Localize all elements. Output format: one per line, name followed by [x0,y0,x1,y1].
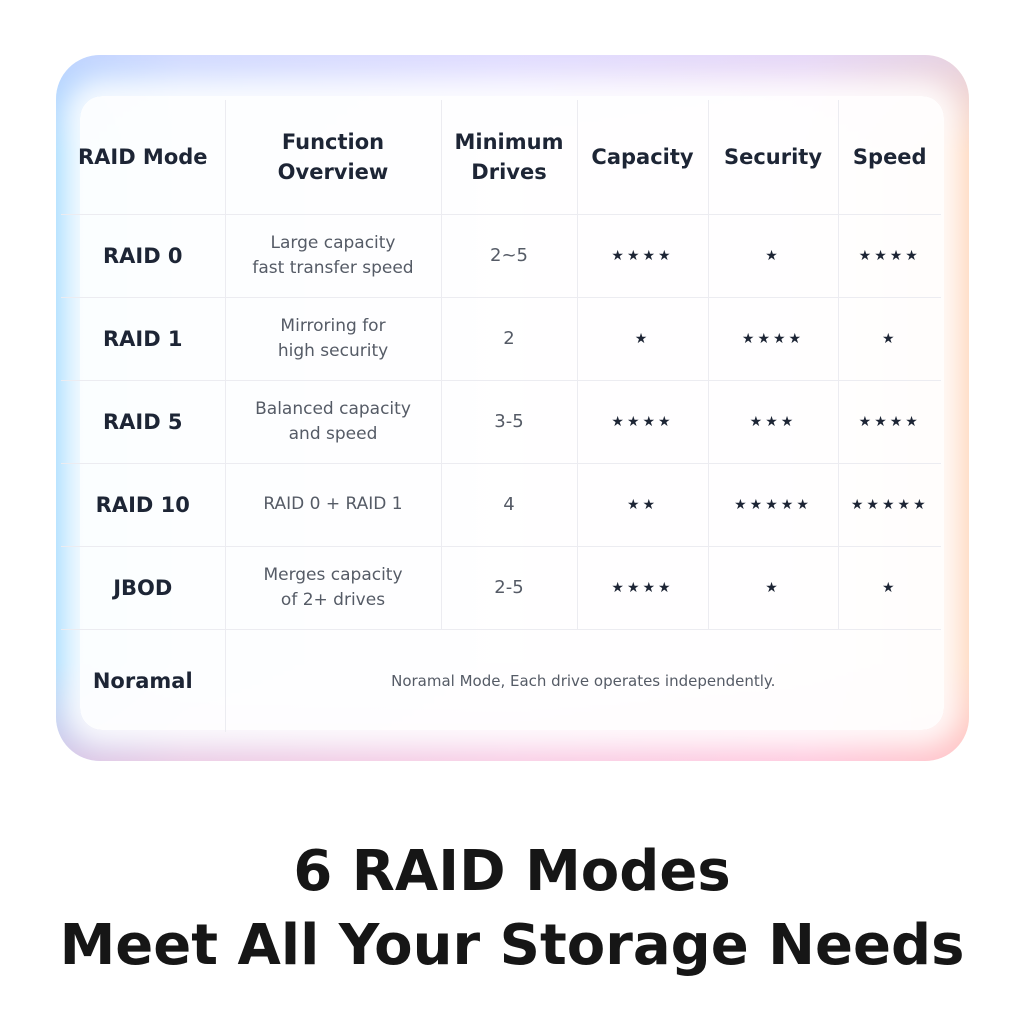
table-row-normal: Noramal Noramal Mode, Each drive operate… [61,628,941,732]
raid-mode-name: RAID 5 [61,379,225,463]
function-overview: Merges capacity of 2+ drives [224,545,441,629]
speed-rating: ★★★★ [837,213,941,297]
security-rating: ★★★ [707,379,838,463]
table-row-raid-1: RAID 1 Mirroring for high security 2 ★ ★… [61,296,941,380]
header-speed: Speed [837,100,941,214]
capacity-rating: ★★ [576,462,708,546]
security-rating: ★ [707,213,838,297]
speed-rating: ★ [837,545,941,629]
minimum-drives: 2 [440,296,577,380]
table-row-jbod: JBOD Merges capacity of 2+ drives 2-5 ★★… [61,545,941,629]
header-security: Security [707,100,838,214]
header-capacity: Capacity [576,100,708,214]
raid-mode-name: RAID 0 [61,213,225,297]
table-row-raid-10: RAID 10 RAID 0 + RAID 1 4 ★★ ★★★★★ ★★★★★ [61,462,941,546]
header-function-overview: Function Overview [224,100,441,214]
function-overview: Balanced capacity and speed [224,379,441,463]
headline-line-2: Meet All Your Storage Needs [59,913,965,978]
function-overview: Mirroring for high security [224,296,441,380]
raid-mode-name: Noramal [61,628,225,732]
capacity-rating: ★★★★ [576,545,708,629]
raid-mode-name: RAID 1 [61,296,225,380]
capacity-rating: ★ [576,296,708,380]
table-row-raid-5: RAID 5 Balanced capacity and speed 3-5 ★… [61,379,941,463]
raid-mode-name: JBOD [61,545,225,629]
table-row-raid-0: RAID 0 Large capacity fast transfer spee… [61,213,941,297]
security-rating: ★★★★ [707,296,838,380]
capacity-rating: ★★★★ [576,379,708,463]
raid-mode-table: RAID Mode Function Overview Minimum Driv… [61,100,941,732]
speed-rating: ★★★★ [837,379,941,463]
speed-rating: ★★★★★ [837,462,941,546]
headline-line-1: 6 RAID Modes [293,839,731,904]
header-raid-mode: RAID Mode [77,144,208,169]
function-overview: Large capacity fast transfer speed [224,213,441,297]
header-minimum-drives: Minimum Drives [440,100,577,214]
raid-mode-name: RAID 10 [61,462,225,546]
function-overview: RAID 0 + RAID 1 [224,462,441,546]
table-header-row: RAID Mode Function Overview Minimum Driv… [61,100,941,214]
normal-mode-description: Noramal Mode, Each drive operates indepe… [224,628,941,732]
speed-rating: ★ [837,296,941,380]
security-rating: ★★★★★ [707,462,838,546]
minimum-drives: 2-5 [440,545,577,629]
minimum-drives: 3-5 [440,379,577,463]
minimum-drives: 2~5 [440,213,577,297]
minimum-drives: 4 [440,462,577,546]
capacity-rating: ★★★★ [576,213,708,297]
security-rating: ★ [707,545,838,629]
